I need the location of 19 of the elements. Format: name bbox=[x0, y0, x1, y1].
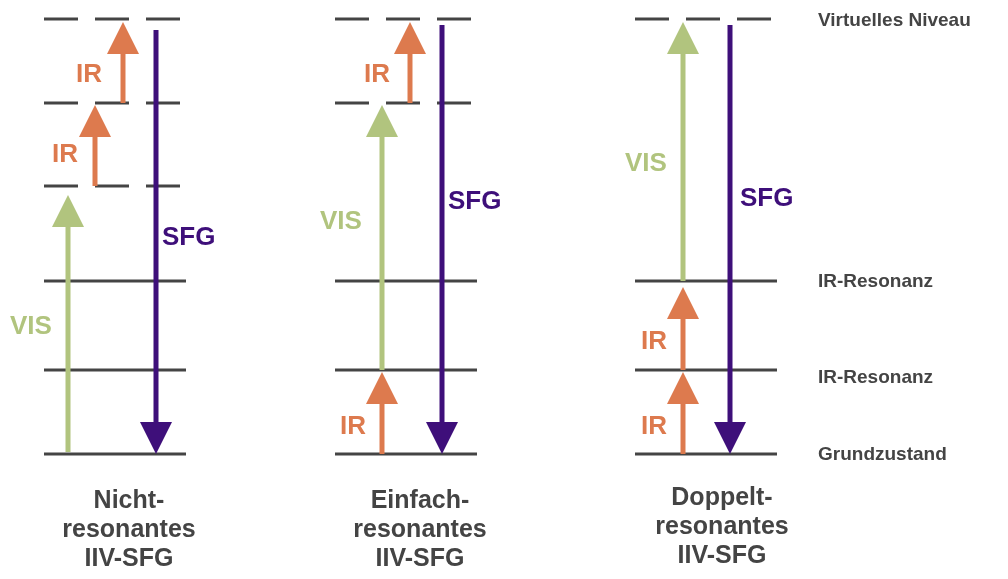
level-label: IR-Resonanz bbox=[818, 271, 934, 290]
beam-label: VIS bbox=[625, 149, 667, 175]
scheme-caption: Doppelt- resonantes IIV-SFG bbox=[654, 482, 790, 569]
beam-label: IR bbox=[52, 140, 78, 166]
level-label: Virtuelles Niveau bbox=[818, 10, 971, 29]
beam-label: SFG bbox=[448, 187, 502, 213]
beam-label: IR bbox=[641, 327, 667, 353]
beam-label: SFG bbox=[162, 223, 216, 249]
scheme-caption: Nicht- resonantes IIV-SFG bbox=[61, 485, 197, 572]
beam-label: VIS bbox=[10, 312, 52, 338]
level-label: IR-Resonanz bbox=[818, 367, 934, 386]
beam-label: VIS bbox=[320, 207, 362, 233]
beam-label: IR bbox=[364, 60, 390, 86]
beam-label: SFG bbox=[740, 184, 794, 210]
level-label: Grundzustand bbox=[818, 444, 947, 463]
beam-label: IR bbox=[340, 412, 366, 438]
beam-label: IR bbox=[641, 412, 667, 438]
scheme-caption: Einfach- resonantes IIV-SFG bbox=[352, 485, 488, 572]
beam-label: IR bbox=[76, 60, 102, 86]
